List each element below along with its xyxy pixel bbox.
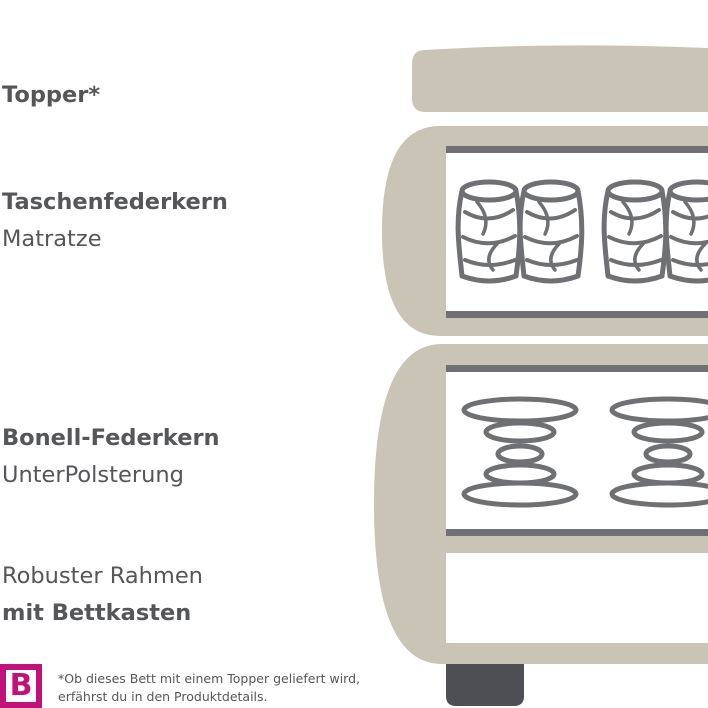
label-unterpolsterung: UnterPolsterung: [2, 462, 184, 488]
mattress-bottom-stripe: [446, 311, 708, 318]
bonell-top-stripe: [446, 365, 708, 372]
bonell-bottom-stripe: [446, 529, 708, 536]
bed-foot-icon: [446, 664, 524, 706]
label-matratze: Matratze: [2, 226, 102, 252]
mattress-top-stripe: [446, 146, 708, 153]
label-topper: Topper*: [2, 82, 101, 108]
label-bonell-federkern: Bonell-Federkern: [2, 425, 220, 451]
label-robuster-rahmen: Robuster Rahmen: [2, 563, 203, 589]
topper-layer: [412, 45, 708, 112]
label-taschenfederkern: Taschenfederkern: [2, 189, 228, 215]
bettkasten-panel: [446, 553, 708, 643]
brand-logo-letter: B: [6, 670, 36, 702]
bonell-inner-panel: [446, 365, 708, 533]
label-mit-bettkasten: mit Bettkasten: [2, 600, 192, 626]
brand-logo-icon: B: [0, 664, 42, 708]
footnote-line-2: erfährst du in den Produktdetails.: [58, 689, 268, 704]
footnote-line-1: *Ob dieses Bett mit einem Topper geliefe…: [58, 671, 360, 686]
footnote: *Ob dieses Bett mit einem Topper geliefe…: [58, 670, 360, 706]
